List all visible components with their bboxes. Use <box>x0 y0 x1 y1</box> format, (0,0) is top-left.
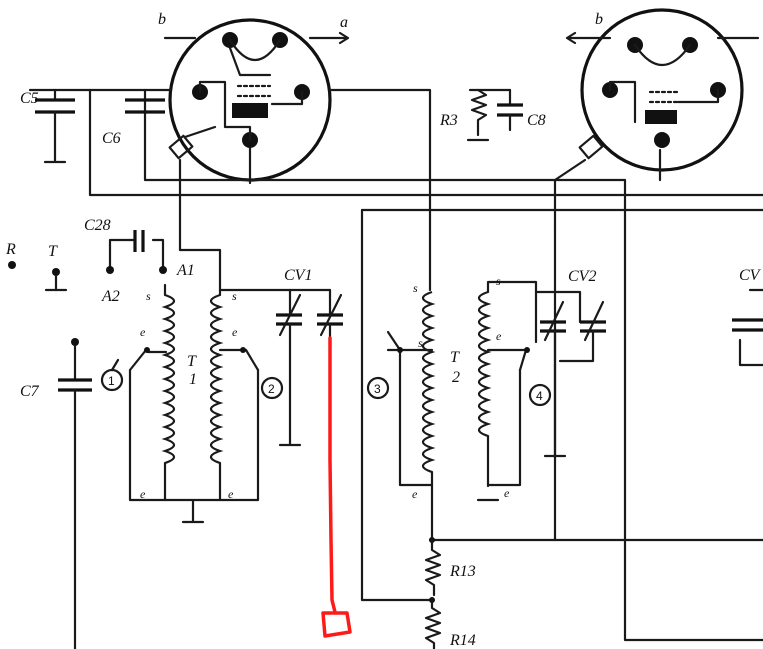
r14-label: R14 <box>449 632 476 649</box>
terminal-r <box>8 261 16 269</box>
capacitor-c8 <box>497 88 523 132</box>
capacitor-c5 <box>35 88 75 164</box>
t2-label: T <box>450 349 460 366</box>
switch-1-label: 1 <box>108 374 115 388</box>
a2-label: A2 <box>101 288 120 305</box>
tube1-pin-a-label: a <box>340 14 348 31</box>
c6-label: C6 <box>102 130 121 147</box>
c28-label: C28 <box>84 217 111 234</box>
t2-e2-label: e <box>412 487 418 501</box>
cv2-label: CV2 <box>568 268 596 285</box>
c7-label: C7 <box>20 383 40 400</box>
c8-label: C8 <box>527 112 546 129</box>
resistor-r3 <box>466 88 512 142</box>
t2-e3-label: e <box>504 486 510 500</box>
switch-2 <box>260 376 284 400</box>
capacitor-c6 <box>125 88 165 114</box>
t1-e4-label: e <box>228 487 234 501</box>
resistor-r14 <box>424 597 442 649</box>
tube1-pin-b-label: b <box>158 11 166 28</box>
t2-number: 2 <box>452 369 460 386</box>
a1-label: A1 <box>176 262 195 279</box>
t1-e3-label: e <box>140 487 146 501</box>
t1-s2-label: s <box>232 289 237 303</box>
capacitor-c7 <box>58 338 92 649</box>
c5-label: C5 <box>20 90 39 107</box>
cv3-label: CV <box>739 267 762 284</box>
r3-label: R3 <box>439 112 458 129</box>
t2-e-label: e <box>496 329 502 343</box>
capacitor-cv1 <box>218 288 343 447</box>
r13-label: R13 <box>449 563 476 580</box>
switch-1 <box>100 358 124 392</box>
capacitor-cv2 <box>534 290 606 458</box>
t2-s3-label: s <box>418 336 423 350</box>
t2-s2-label: s <box>496 274 501 288</box>
t1-s-label: s <box>146 289 151 303</box>
capacitor-cv3 <box>732 288 763 367</box>
cv1-label: CV1 <box>284 267 312 284</box>
t2-s-label: s <box>413 281 418 295</box>
transformer-t1 <box>128 248 260 524</box>
t-terminal-label: T <box>48 243 58 260</box>
t1-e-label: e <box>140 325 146 339</box>
switch-2-label: 2 <box>268 382 275 396</box>
bus-wires <box>28 88 763 642</box>
switch-4-label: 4 <box>536 389 543 403</box>
terminal-t <box>44 268 68 292</box>
r-terminal-label: R <box>5 241 16 258</box>
capacitor-c28 <box>106 230 167 274</box>
resistor-r13 <box>424 537 442 597</box>
switch-4 <box>528 383 552 407</box>
red-annotation-mark <box>321 336 352 638</box>
t1-label: T <box>187 353 197 370</box>
t1-number: 1 <box>189 371 197 388</box>
tube2-pin-b-label: b <box>595 11 603 28</box>
tube-1 <box>163 18 350 182</box>
switch-3-label: 3 <box>374 382 381 396</box>
transformer-t2 <box>386 280 538 542</box>
switch-3 <box>366 376 390 400</box>
t1-e2-label: e <box>232 325 238 339</box>
tube-2 <box>565 8 760 172</box>
